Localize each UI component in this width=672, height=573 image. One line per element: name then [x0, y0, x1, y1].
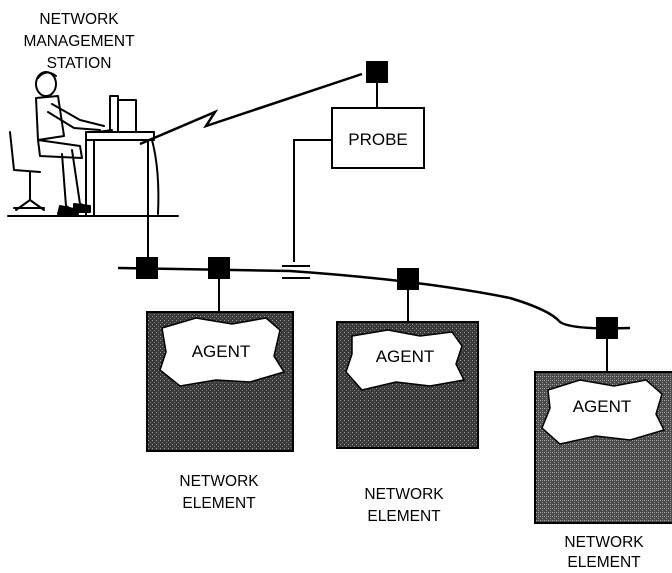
- agent-blob-2: [345, 329, 466, 391]
- element-2-label-line-2: ELEMENT: [367, 508, 441, 525]
- agent-blob-1: [159, 317, 286, 387]
- bus-connector-element-1[interactable]: [208, 257, 230, 279]
- probe-connector[interactable]: [366, 61, 388, 83]
- bus-connector-station[interactable]: [136, 257, 158, 279]
- agent-label-3: AGENT: [573, 397, 632, 416]
- probe-tap-line: [293, 139, 332, 262]
- element-3-label-line-2: ELEMENT: [567, 554, 641, 571]
- network-bus: [117, 266, 631, 330]
- element-1-label-line-2: ELEMENT: [182, 495, 256, 512]
- agent-label-2: AGENT: [376, 347, 435, 366]
- wireless-link: [139, 72, 363, 146]
- element-3-label-line-1: NETWORK: [564, 534, 644, 551]
- station-label-line-3: STATION: [47, 55, 112, 72]
- station-label-line-2: MANAGEMENT: [23, 33, 135, 50]
- probe-label: PROBE: [348, 130, 408, 149]
- station-label-line-1: NETWORK: [39, 11, 119, 28]
- bus-connector-element-2[interactable]: [397, 268, 419, 290]
- agent-label-1: AGENT: [192, 342, 251, 361]
- agent-blob-3: [541, 379, 666, 445]
- probe-box[interactable]: [331, 107, 425, 169]
- bus-connector-element-3[interactable]: [596, 317, 618, 339]
- element-2-label-line-1: NETWORK: [364, 486, 444, 503]
- management-station-illustration: [7, 71, 179, 217]
- element-1-label-line-1: NETWORK: [179, 473, 259, 490]
